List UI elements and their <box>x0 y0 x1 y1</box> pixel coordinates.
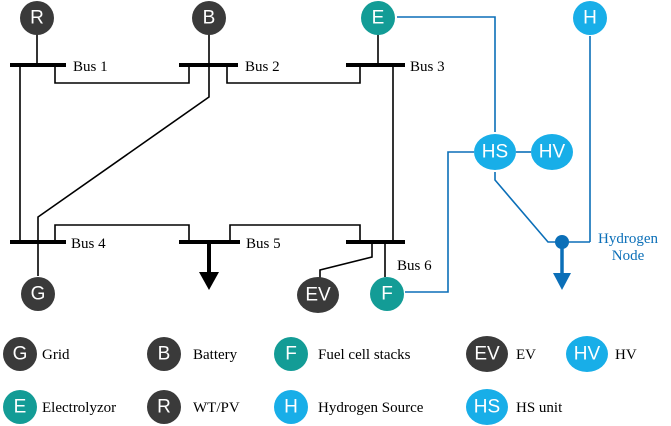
svg-text:B: B <box>203 8 216 29</box>
svg-text:G: G <box>13 344 28 365</box>
node-g: G <box>21 277 55 311</box>
legend-label: Battery <box>193 347 238 363</box>
node-hs: HS <box>474 134 516 170</box>
svg-text:H: H <box>583 8 597 29</box>
svg-text:E: E <box>14 397 27 418</box>
hydrogen-connections <box>397 16 591 293</box>
bus-3-label: Bus 3 <box>410 59 445 75</box>
pipe-hs-f <box>405 151 474 293</box>
legend-item-fuel-cell: F Fuel cell stacks <box>274 337 411 371</box>
svg-text:R: R <box>157 397 171 418</box>
svg-text:B: B <box>158 344 171 365</box>
legend: G Grid B Battery F Fuel cell stacks EV E… <box>3 336 637 425</box>
legend-item-electrolyzor: E Electrolyzor <box>3 390 116 424</box>
legend-item-grid: G Grid <box>3 337 70 371</box>
legend-label: Hydrogen Source <box>318 400 424 416</box>
bus-6-label: Bus 6 <box>397 258 432 274</box>
legend-label: Electrolyzor <box>42 400 116 416</box>
legend-label: Grid <box>42 347 70 363</box>
node-r: R <box>20 1 54 35</box>
svg-text:HV: HV <box>539 142 566 163</box>
svg-text:HV: HV <box>574 344 601 365</box>
diagram-nodes: R B E H HS HV G EV <box>20 1 607 313</box>
bus-2-label: Bus 2 <box>245 59 280 75</box>
legend-item-battery: B Battery <box>147 337 238 371</box>
legend-item-ev: EV EV <box>466 336 536 372</box>
line-bus1-bus2 <box>54 65 190 84</box>
node-b: B <box>192 1 226 35</box>
line-bus4-bus5 <box>54 224 190 242</box>
svg-text:E: E <box>372 8 385 29</box>
legend-item-hydrogen-source: H Hydrogen Source <box>274 390 424 424</box>
pipe-hs-hnode <box>494 172 562 243</box>
node-e: E <box>361 1 395 35</box>
legend-item-hs-unit: HS HS unit <box>466 389 563 425</box>
line-bus2-bus4 <box>37 65 210 242</box>
line-bus5-bus6 <box>229 224 361 242</box>
electrical-connections <box>19 34 394 290</box>
legend-label: Fuel cell stacks <box>318 347 411 363</box>
bus-4-label: Bus 4 <box>71 236 106 252</box>
hydrogen-node-label-line1: Hydrogen <box>598 231 658 247</box>
bus-5-label: Bus 5 <box>246 236 281 252</box>
hydrogen-load-arrow-icon <box>553 273 571 290</box>
wire-ev-bus6 <box>319 242 373 278</box>
svg-text:H: H <box>284 397 298 418</box>
svg-text:G: G <box>31 284 46 305</box>
node-f: F <box>370 277 404 311</box>
node-ev: EV <box>297 277 339 313</box>
svg-text:EV: EV <box>474 344 500 365</box>
svg-text:HS: HS <box>474 397 500 418</box>
legend-label: WT/PV <box>193 400 240 416</box>
svg-text:F: F <box>285 344 297 365</box>
node-hv: HV <box>531 134 573 170</box>
line-bus2-bus3 <box>226 65 361 84</box>
legend-label: HS unit <box>516 400 563 416</box>
legend-label: EV <box>516 347 536 363</box>
svg-text:EV: EV <box>305 285 331 306</box>
bus-1-label: Bus 1 <box>73 59 108 75</box>
legend-label: HV <box>615 347 637 363</box>
hydrogen-node-label-line2: Node <box>612 248 645 264</box>
buses: Bus 1 Bus 2 Bus 3 Bus 4 Bus 5 Bus 6 <box>10 59 445 274</box>
legend-item-wtpv: R WT/PV <box>147 390 240 424</box>
node-h: H <box>573 1 607 35</box>
legend-item-hv: HV HV <box>566 336 637 372</box>
pipe-e-hs <box>397 16 496 132</box>
svg-text:HS: HS <box>482 142 508 163</box>
load-arrow-icon <box>199 272 219 290</box>
svg-text:R: R <box>30 8 44 29</box>
svg-text:F: F <box>381 284 393 305</box>
